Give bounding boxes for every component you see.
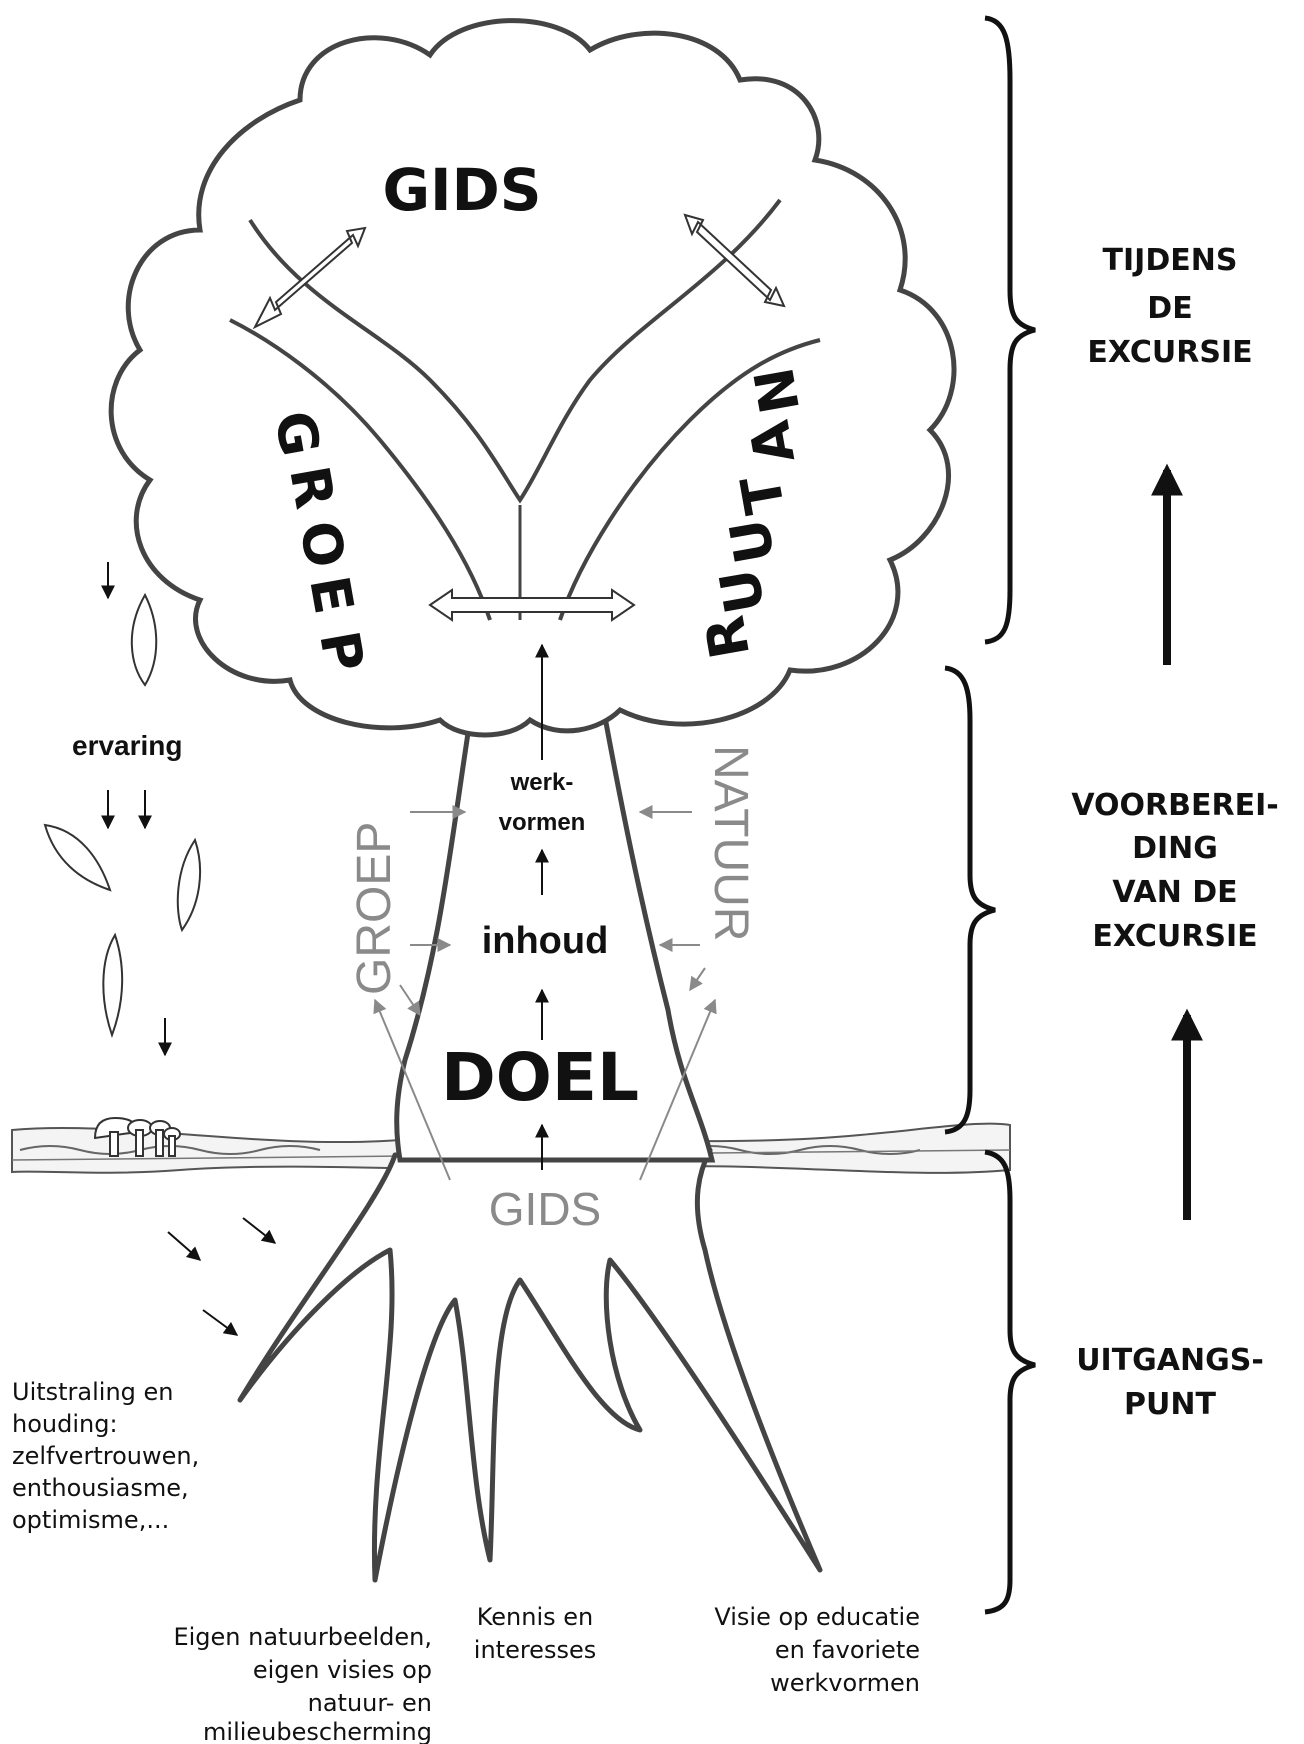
svg-text:Kennis en: Kennis en [477, 1603, 594, 1631]
svg-text:EXCURSIE: EXCURSIE [1092, 919, 1257, 954]
svg-text:PUNT: PUNT [1124, 1387, 1216, 1422]
roots-gids-label: GIDS [489, 1183, 601, 1235]
doel-label: DOEL [441, 1039, 639, 1116]
svg-text:optimisme,...: optimisme,... [12, 1506, 169, 1534]
svg-text:EXCURSIE: EXCURSIE [1087, 335, 1252, 370]
svg-text:DE: DE [1147, 291, 1192, 326]
svg-text:enthousiasme,: enthousiasme, [12, 1474, 189, 1502]
uitstraling-note: Uitstraling en houding: zelfvertrouwen, … [12, 1378, 199, 1534]
svg-text:zelfvertrouwen,: zelfvertrouwen, [12, 1442, 199, 1470]
trunk-natuur-label: NATUUR [704, 745, 757, 941]
stage-uitgangspunt: UITGANGS- PUNT [1076, 1343, 1264, 1422]
svg-text:UITGANGS-: UITGANGS- [1076, 1343, 1264, 1378]
crown-gids-label: GIDS [382, 156, 541, 224]
svg-text:natuur- en: natuur- en [308, 1689, 432, 1717]
trunk-groep-label: GROEP [348, 822, 401, 995]
svg-text:VOORBEREI-: VOORBEREI- [1071, 788, 1278, 823]
svg-text:en favoriete: en favoriete [775, 1636, 920, 1664]
svg-text:eigen visies op: eigen visies op [253, 1656, 432, 1684]
svg-text:milieubescherming: milieubescherming [203, 1718, 432, 1744]
svg-text:interesses: interesses [474, 1636, 596, 1664]
werkvormen-label-2: vormen [499, 809, 586, 836]
svg-text:DING: DING [1132, 831, 1218, 866]
svg-text:Visie op educatie: Visie op educatie [714, 1603, 920, 1631]
brace-icon [945, 18, 1035, 1612]
svg-text:houding:: houding: [12, 1410, 118, 1438]
svg-text:Uitstraling en: Uitstraling en [12, 1378, 174, 1406]
stage-tijdens: TIJDENS DE EXCURSIE [1087, 243, 1252, 370]
eigen-note: Eigen natuurbeelden, eigen visies op nat… [173, 1623, 432, 1744]
werkvormen-label-1: werk- [510, 769, 574, 796]
svg-text:TIJDENS: TIJDENS [1103, 243, 1238, 278]
ervaring-label: ervaring [72, 730, 183, 761]
tree-crown [111, 21, 954, 735]
svg-text:VAN DE: VAN DE [1112, 875, 1237, 910]
visie-note: Visie op educatie en favoriete werkvorme… [714, 1603, 920, 1697]
leaf-icon [45, 595, 200, 1035]
stage-voorbereiding: VOORBEREI- DING VAN DE EXCURSIE [1071, 788, 1278, 954]
svg-text:Eigen natuurbeelden,: Eigen natuurbeelden, [173, 1623, 432, 1651]
inhoud-label: inhoud [482, 920, 609, 962]
kennis-note: Kennis en interesses [474, 1603, 596, 1664]
svg-text:werkvormen: werkvormen [770, 1669, 920, 1697]
